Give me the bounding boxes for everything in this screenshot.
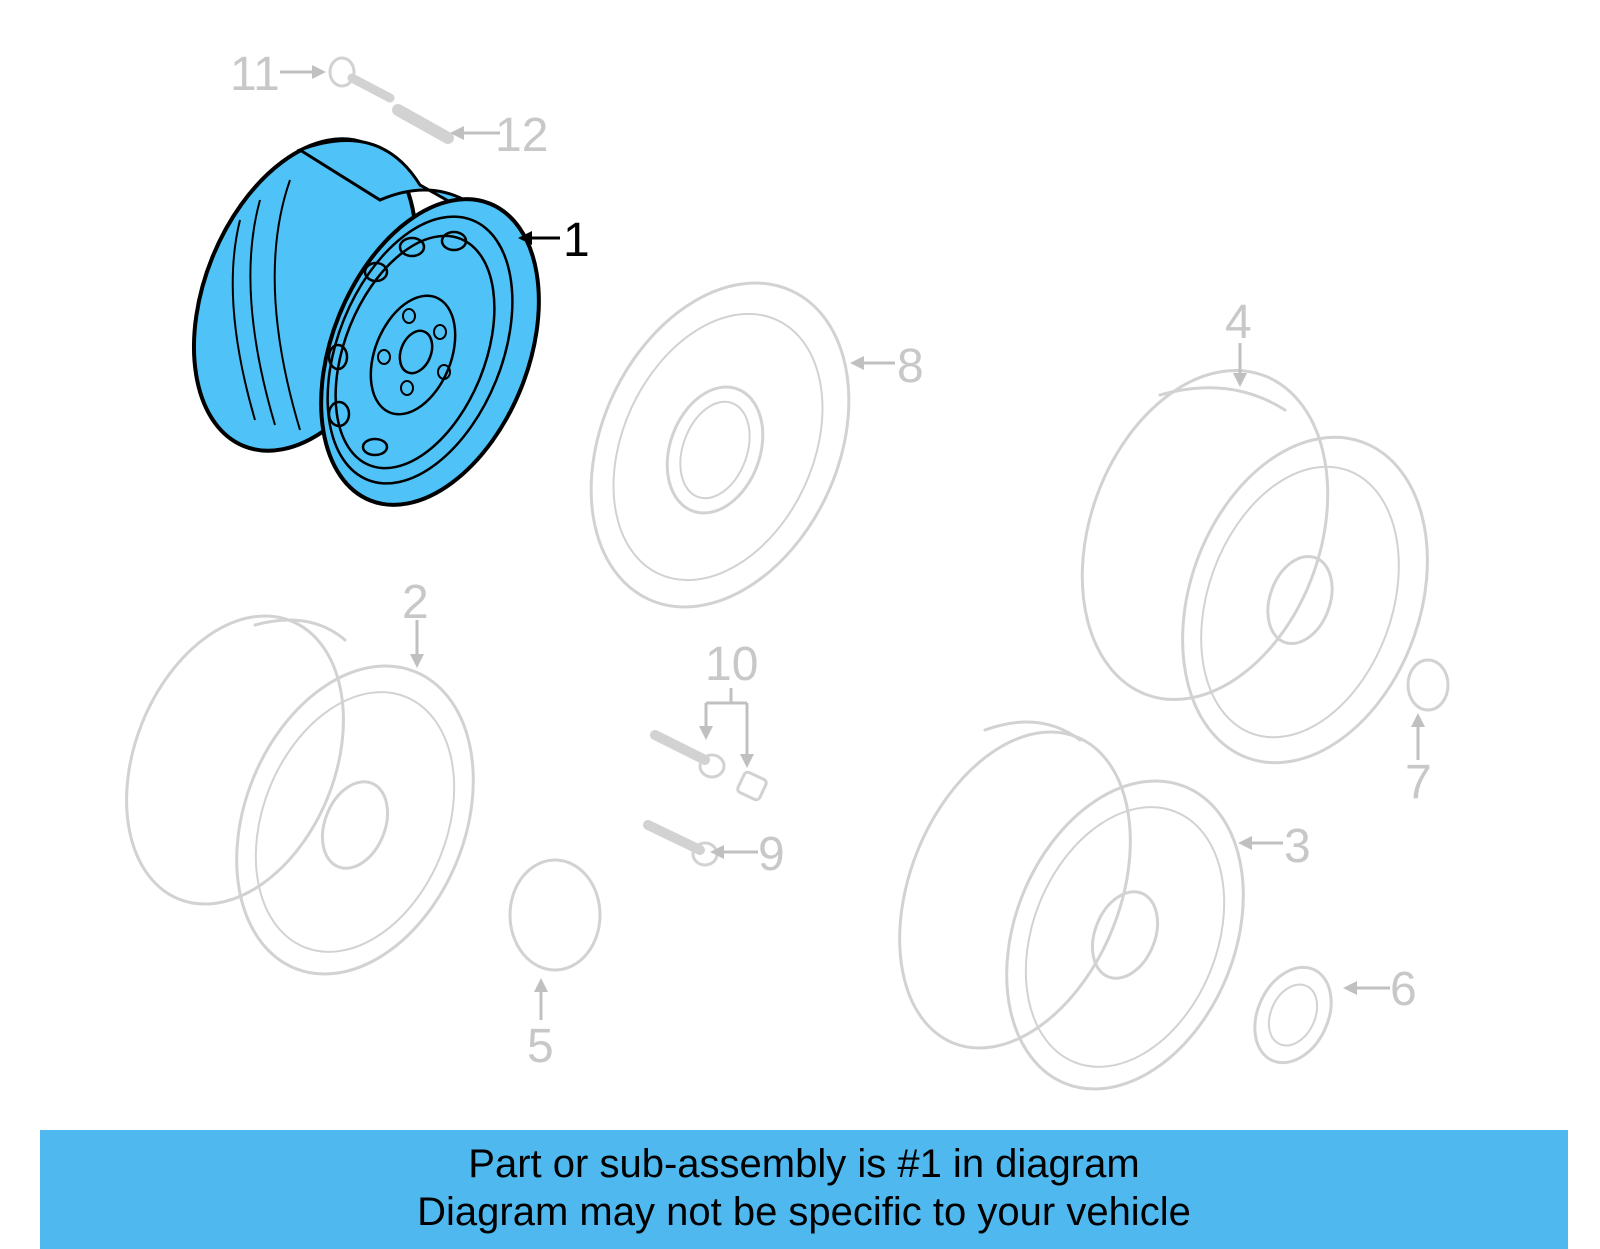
callout-5: 5 xyxy=(527,1020,554,1073)
callout-3: 3 xyxy=(1284,820,1311,873)
callout-10: 10 xyxy=(705,638,758,691)
callout-4: 4 xyxy=(1225,296,1252,349)
part-12-valve-cap[interactable] xyxy=(392,104,454,144)
callout-1: 1 xyxy=(563,214,590,267)
parts-diagram: 1 2 3 4 5 6 7 8 9 10 11 12 xyxy=(86,48,1471,1125)
part-4-alloy-wheel-mesh[interactable] xyxy=(1039,336,1471,797)
info-banner: Part or sub-assembly is #1 in diagram Di… xyxy=(40,1130,1568,1249)
part-6-center-cap[interactable] xyxy=(1240,955,1346,1075)
part-5-cap[interactable] xyxy=(508,858,602,972)
part-10-lock-bolt-set[interactable] xyxy=(650,730,768,802)
banner-line-2: Diagram may not be specific to your vehi… xyxy=(417,1190,1191,1234)
banner-line-1: Part or sub-assembly is #1 in diagram xyxy=(468,1142,1140,1186)
callout-2: 2 xyxy=(402,576,429,629)
leader-arrows xyxy=(280,65,1425,1020)
callout-9: 9 xyxy=(758,828,785,881)
callout-labels: 1 2 3 4 5 6 7 8 9 10 11 12 xyxy=(230,48,1432,1073)
callout-12: 12 xyxy=(495,109,548,162)
callout-6: 6 xyxy=(1390,963,1417,1016)
part-3-alloy-wheel[interactable] xyxy=(856,698,1287,1125)
callout-8: 8 xyxy=(897,340,924,393)
callout-7: 7 xyxy=(1405,756,1432,809)
part-2-alloy-wheel[interactable] xyxy=(86,583,517,1009)
part-11-valve-stem[interactable] xyxy=(328,56,395,103)
part-9-bolt[interactable] xyxy=(643,820,719,867)
part-1-steel-wheel[interactable] xyxy=(151,106,581,537)
part-8-hubcap[interactable] xyxy=(541,241,899,649)
part-7-cap[interactable] xyxy=(1406,658,1450,712)
callout-11: 11 xyxy=(230,48,280,101)
